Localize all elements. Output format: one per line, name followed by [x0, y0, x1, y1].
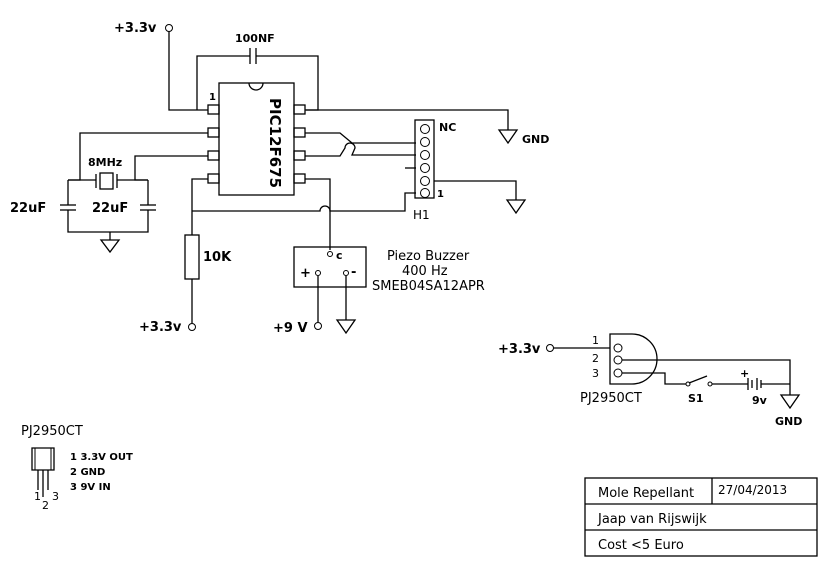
regulator-name: PJ2950CT [580, 391, 642, 406]
cap-left-label: 22uF [10, 201, 46, 216]
header-pin [420, 124, 430, 134]
legend-leg1: 1 [34, 490, 41, 503]
supply-label-9v: +9 V [273, 321, 308, 336]
ground-symbol [779, 394, 801, 410]
ic-body [218, 82, 295, 196]
supply-label-regulator: +3.3v [498, 342, 541, 357]
piezo-buzzer: c + - +9 V Piezo Buzzer 400 Hz SMEB04SA1… [273, 178, 485, 336]
switch-s1 [688, 375, 708, 384]
cap-right-label: 22uF [92, 201, 128, 216]
ic-pin [207, 150, 220, 161]
resistor-body [184, 234, 200, 280]
gnd-right: GND [305, 109, 549, 146]
supply-top: +3.3v [114, 21, 208, 111]
buzzer-minus-label: - [351, 265, 356, 280]
gnd-label-right: GND [522, 133, 549, 146]
cap-100nf-label: 100NF [235, 32, 275, 45]
supply-terminal-resistor [188, 323, 196, 331]
ground-symbol [505, 199, 527, 215]
ic-label: PIC12F675 [266, 98, 284, 188]
legend-leg2: 2 [42, 499, 49, 512]
battery-plus-label: + [740, 367, 749, 380]
header-label: H1 [413, 208, 430, 222]
buzzer-title: Piezo Buzzer [387, 249, 470, 264]
ic-pin [207, 127, 220, 138]
pinout-legend: PJ2950CT 1 2 3 1 3.3V OUT 2 GND 3 9V IN [21, 424, 133, 512]
header-h1: NC 1 H1 [305, 119, 527, 222]
ic-pin [293, 127, 306, 138]
regulator-pin [613, 368, 623, 378]
resistor-10k: 10K +3.3v [139, 178, 416, 335]
title-block-frame [584, 477, 818, 557]
ground-symbol [99, 239, 121, 254]
buzzer-c-label: c [336, 249, 343, 262]
legend-title: PJ2950CT [21, 424, 83, 439]
title-block: Mole Repellant 27/04/2013 Jaap van Rijsw… [584, 477, 818, 557]
ic-pin1-label: 1 [209, 92, 216, 103]
legend-pin1: 1 3.3V OUT [70, 452, 133, 463]
resistor-label: 10K [203, 250, 232, 265]
ic-pic12f675: PIC12F675 1 [207, 82, 306, 196]
legend-leg3: 3 [52, 490, 59, 503]
buzzer-freq: 400 Hz [402, 264, 448, 279]
supply-terminal-regulator [546, 344, 554, 352]
title-author: Jaap van Rijswijk [597, 512, 707, 527]
header-pin [420, 176, 430, 186]
ic-pin [293, 104, 306, 115]
regulator-pin1-label: 1 [592, 334, 599, 347]
legend-pin2: 2 GND [70, 467, 105, 478]
buzzer-part: SMEB04SA12APR [372, 279, 485, 294]
title-project: Mole Repellant [598, 486, 694, 501]
header-pin1-label: 1 [437, 189, 444, 200]
regulator-section: +3.3v 1 2 3 PJ2950CT GND S1 + 9v [498, 333, 802, 428]
oscillator: 8MHz 22uF 22uF [10, 132, 208, 254]
switch-label: S1 [688, 392, 704, 405]
supply-terminal-top [165, 24, 173, 32]
battery-label: 9v [752, 394, 768, 407]
supply-label-top: +3.3v [114, 21, 157, 36]
legend-package [31, 447, 55, 471]
ic-pin [207, 104, 220, 115]
regulator-pin [613, 343, 623, 353]
header-pin [420, 137, 430, 147]
ground-symbol [497, 129, 519, 145]
title-cost: Cost <5 Euro [598, 538, 684, 553]
regulator-body [609, 333, 658, 385]
buzzer-plus-label: + [300, 266, 311, 281]
ic-notch [248, 82, 264, 91]
regulator-pin2-label: 2 [592, 352, 599, 365]
supply-terminal-9v [314, 322, 322, 330]
header-nc-label: NC [439, 121, 456, 134]
ic-pin [293, 173, 306, 184]
crystal [99, 172, 114, 190]
header-pin [420, 163, 430, 173]
wire-vdd [168, 31, 208, 111]
ic-pin [293, 150, 306, 161]
header-pin [420, 188, 430, 198]
regulator-gnd-label: GND [775, 415, 802, 428]
ground-symbol [335, 319, 357, 335]
supply-label-resistor: +3.3v [139, 320, 182, 335]
title-date: 27/04/2013 [718, 483, 787, 497]
header-pin [420, 150, 430, 160]
buzzer-body [293, 246, 367, 288]
regulator-pin [613, 355, 623, 365]
ic-pin [207, 173, 220, 184]
crystal-label: 8MHz [88, 156, 122, 169]
regulator-pin3-label: 3 [592, 367, 599, 380]
legend-pin3: 3 9V IN [70, 482, 111, 493]
header-body [414, 119, 435, 199]
